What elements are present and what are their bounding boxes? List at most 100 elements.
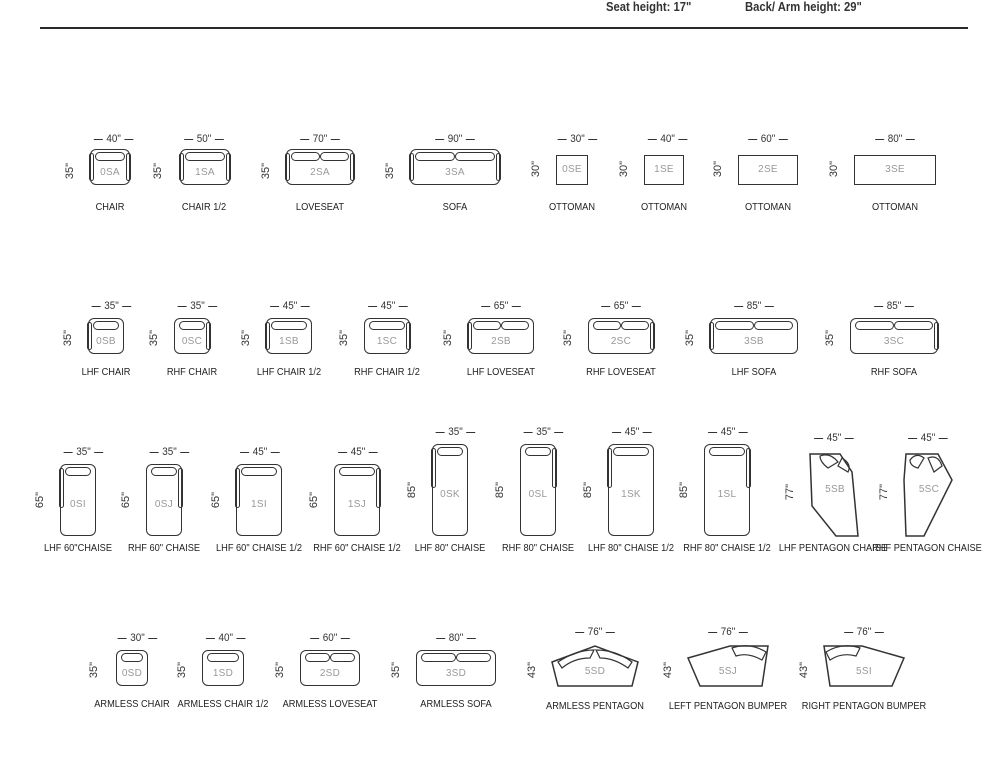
width-dimension: 85" <box>853 300 936 312</box>
seat-back <box>339 467 375 476</box>
width-dimension: 50" <box>179 133 229 145</box>
width-dimension: 30" <box>114 632 150 644</box>
piece-shape: 1SI <box>235 464 282 536</box>
seat-back <box>894 321 933 330</box>
arm-right <box>350 153 355 181</box>
piece-right-pentagon-bumper-5si: 76" 43" 5SI RIGHT PENTAGON BUMPER <box>798 626 926 730</box>
depth-dimension: 30" <box>712 160 725 178</box>
model-code: 3SE <box>885 164 905 175</box>
piece-armless-chair-half-1sd: 40" 35" 1SD ARMLESS CHAIR 1/2 <box>176 632 268 714</box>
seat-back <box>715 321 754 330</box>
width-dimension: 60" <box>739 133 797 145</box>
depth-dimension: 35" <box>260 162 273 180</box>
piece-shape: 1SD <box>202 650 244 686</box>
piece-rhf-chair-half-1sc: 45" 35" 1SC RHF CHAIR 1/2 <box>338 300 420 382</box>
model-code: 5SJ <box>718 666 738 677</box>
piece-shape: 0SB <box>87 318 124 354</box>
seat-back <box>455 152 495 161</box>
piece-shape: 0SA <box>89 149 131 185</box>
depth-dimension: 77" <box>878 483 891 501</box>
seat-back <box>271 321 307 330</box>
seat-back <box>456 653 491 662</box>
width-dimension: 35" <box>174 300 210 312</box>
arm-left <box>607 448 612 488</box>
model-code: 2SA <box>310 167 330 178</box>
model-code: 3SB <box>744 336 764 347</box>
piece-name: LHF 80" CHAISE <box>414 542 486 554</box>
piece-shape: 1SJ <box>334 464 381 536</box>
piece-name: SOFA <box>442 201 468 213</box>
model-code: 0SJ <box>154 499 174 510</box>
piece-chair-0sa: 40" 35" 0SA CHAIR <box>64 133 132 213</box>
piece-shape: 0SJ <box>146 464 183 536</box>
depth-dimension: 35" <box>88 661 101 679</box>
piece-shape: 2SD <box>300 650 360 686</box>
piece-name: LOVESEAT <box>295 201 345 213</box>
seat-height-label: Seat height: 17" <box>606 0 692 14</box>
seat-back <box>754 321 793 330</box>
width-dimension: 65" <box>470 300 533 312</box>
depth-dimension: 77" <box>784 483 797 501</box>
width-dimension: 30" <box>554 133 590 145</box>
piece-shape: 1SB <box>265 318 312 354</box>
width-dimension: 40" <box>644 133 684 145</box>
piece-shape: 2SB <box>467 318 534 354</box>
width-dimension: 45" <box>335 446 380 458</box>
piece-lhf-chair-half-1sb: 45" 35" 1SB LHF CHAIR 1/2 <box>240 300 321 382</box>
model-code: 0SB <box>96 336 116 347</box>
seat-back <box>121 653 143 662</box>
depth-dimension: 65" <box>308 491 321 509</box>
seat-back <box>709 447 745 456</box>
piece-shape: 1SA <box>179 149 231 185</box>
piece-name: RHF PENTAGON CHAISE <box>872 542 982 554</box>
model-code: 2SD <box>319 668 341 679</box>
pentagon-bumper-shape <box>686 645 769 687</box>
piece-left-pentagon-bumper-5sj: 76" 43" 5SJ LEFT PENTAGON BUMPER <box>662 626 787 730</box>
width-dimension: 85" <box>713 300 796 312</box>
piece-name: ARMLESS CHAIR 1/2 <box>177 698 269 710</box>
arm-right <box>126 153 131 181</box>
depth-dimension: 35" <box>148 329 161 347</box>
piece-name: RHF SOFA <box>870 366 918 378</box>
depth-dimension: 35" <box>562 329 575 347</box>
piece-rhf-chair-0sc: 35" 35" 0SC RHF CHAIR <box>148 300 217 382</box>
piece-name: CHAIR 1/2 <box>181 201 227 213</box>
width-dimension: 35" <box>432 426 468 438</box>
piece-shape: 0SC <box>174 318 211 354</box>
piece-rhf-80-chaise-half-1sl: 45" 85" 1SL RHF 80" CHAISE 1/2 <box>678 426 771 566</box>
piece-armless-chair-0sd: 30" 35" 0SD ARMLESS CHAIR <box>88 632 170 714</box>
piece-name: RHF 60" CHAISE <box>127 542 201 554</box>
width-dimension: 70" <box>288 133 353 145</box>
piece-shape: 0SI <box>59 464 96 536</box>
piece-sofa-3sa: 90" 35" 3SA SOFA <box>384 133 502 213</box>
piece-shape: 3SD <box>416 650 496 686</box>
piece-shape: 0SD <box>116 650 148 686</box>
arm-right <box>376 468 381 508</box>
pentagon-shape <box>551 645 639 687</box>
piece-name: LHF SOFA <box>731 366 777 378</box>
arm-right <box>226 153 231 181</box>
seat-back <box>593 321 621 330</box>
piece-shape: 1SE <box>644 155 684 185</box>
width-dimension: 80" <box>856 133 933 145</box>
seat-back <box>421 653 456 662</box>
piece-shape: 3SA <box>409 149 501 185</box>
arm-right <box>206 322 211 350</box>
model-code: 5SI <box>856 666 872 677</box>
model-code: 5SD <box>584 666 606 677</box>
arm-left <box>87 322 92 350</box>
piece-shape: 1SC <box>364 318 411 354</box>
width-dimension: 45" <box>705 426 750 438</box>
seat-back <box>291 152 320 161</box>
depth-dimension: 35" <box>240 329 253 347</box>
piece-lhf-sofa-3sb: 85" 35" 3SB LHF SOFA <box>684 300 800 382</box>
piece-shape: 2SA <box>285 149 355 185</box>
piece-shape: 2SE <box>738 155 798 185</box>
model-code: 2SC <box>610 336 632 347</box>
model-code: 1SB <box>279 336 299 347</box>
seat-back <box>473 321 501 330</box>
depth-dimension: 35" <box>442 329 455 347</box>
piece-name: LHF PENTAGON CHAISE <box>778 542 888 554</box>
width-dimension: 35" <box>88 300 124 312</box>
piece-armless-loveseat-2sd: 60" 35" 2SD ARMLESS LOVESEAT <box>274 632 377 714</box>
